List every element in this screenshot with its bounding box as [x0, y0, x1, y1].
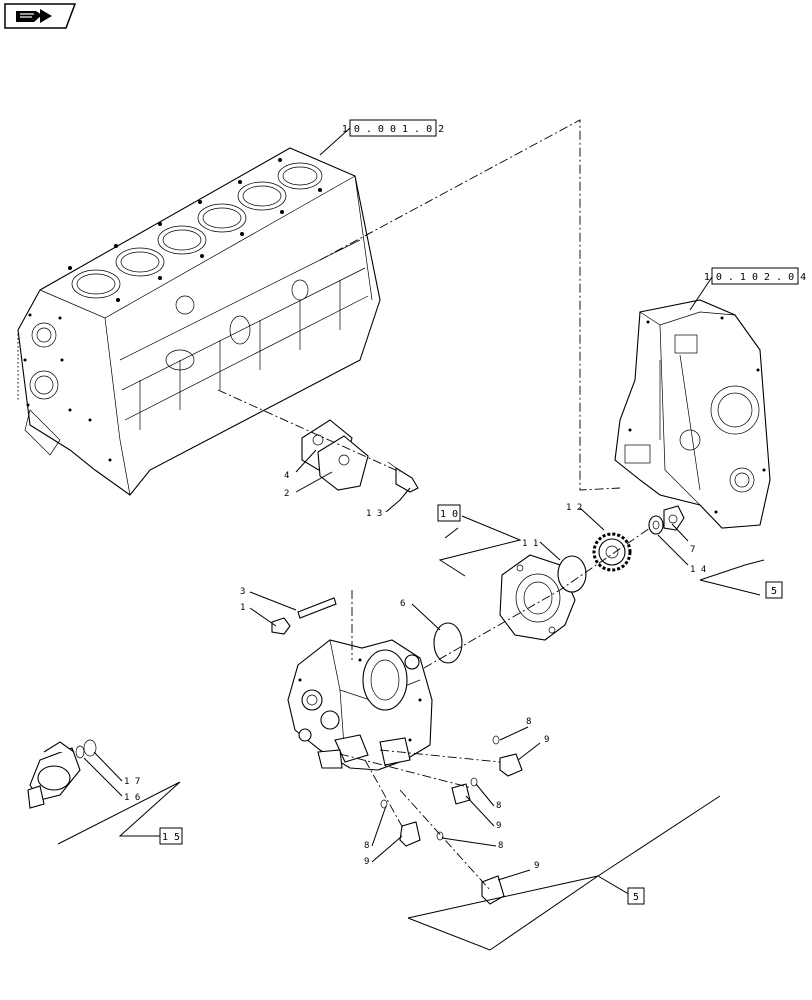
ref-engine-block[interactable]: 1 0 . 0 0 1 . 0 2 [342, 119, 444, 137]
callout-8-c: 8 [364, 841, 369, 851]
page-forward-icon [16, 9, 52, 23]
svg-text:5: 5 [633, 892, 639, 903]
callout-16: 1 6 [124, 793, 140, 803]
callout-8-d: 8 [498, 841, 503, 851]
svg-text:1 0 . 1 0 2 . 0 4: 1 0 . 1 0 2 . 0 4 [704, 272, 806, 283]
metering-valve-illustration [27, 739, 97, 809]
leader-lines [57, 127, 765, 951]
callout-8-b: 8 [496, 801, 501, 811]
callout-9-d: 9 [534, 861, 539, 871]
callout-9-c: 9 [364, 857, 369, 867]
svg-text:1 0 . 0 0 1 . 0 2: 1 0 . 0 0 1 . 0 2 [342, 124, 444, 135]
callout-1: 1 [240, 603, 245, 613]
callout-4: 4 [284, 471, 289, 481]
callout-12: 1 2 [566, 503, 582, 513]
box-seal-kit-bottom[interactable]: 5 [627, 887, 645, 905]
next-page-button[interactable] [4, 3, 76, 29]
callout-7: 7 [690, 545, 695, 555]
callout-17: 1 7 [124, 777, 140, 787]
box-pump-kit[interactable]: 1 0 [437, 504, 461, 522]
svg-text:1 5: 1 5 [162, 832, 180, 843]
callout-2: 2 [284, 489, 289, 499]
o-ring-11 [557, 555, 587, 593]
callout-13: 1 3 [366, 509, 382, 519]
ref-timing-cover[interactable]: 1 0 . 1 0 2 . 0 4 [704, 267, 806, 285]
svg-text:1 0: 1 0 [440, 509, 458, 520]
callout-6: 6 [400, 599, 405, 609]
callout-14: 1 4 [690, 565, 706, 575]
callout-8-a: 8 [526, 717, 531, 727]
engine-block-illustration [17, 147, 381, 496]
stud-3-and-nut-1 [271, 597, 337, 635]
plug-9-bottom [436, 831, 505, 905]
nut-7-and-washer-14 [648, 505, 685, 535]
bolt-13 [387, 461, 419, 493]
plug-9-top [492, 735, 523, 777]
box-valve-kit[interactable]: 1 5 [159, 827, 183, 845]
callout-9-a: 9 [544, 735, 549, 745]
plug-9-mid [451, 777, 478, 805]
cover-plate-and-gasket [301, 419, 369, 491]
svg-text:5: 5 [771, 586, 777, 597]
callout-11: 1 1 [522, 539, 538, 549]
callout-3: 3 [240, 587, 245, 597]
assembly-center-lines [17, 119, 651, 891]
callout-9-b: 9 [496, 821, 501, 831]
callouts: 4 2 1 3 1 2 1 1 7 1 4 3 1 6 8 9 8 9 8 9 … [124, 471, 706, 871]
box-seal-kit-right[interactable]: 5 [765, 581, 783, 599]
drive-gear-12 [592, 532, 632, 572]
high-pressure-pump-illustration [287, 639, 433, 771]
timing-housing-illustration [614, 299, 771, 529]
o-ring-6 [433, 622, 463, 664]
